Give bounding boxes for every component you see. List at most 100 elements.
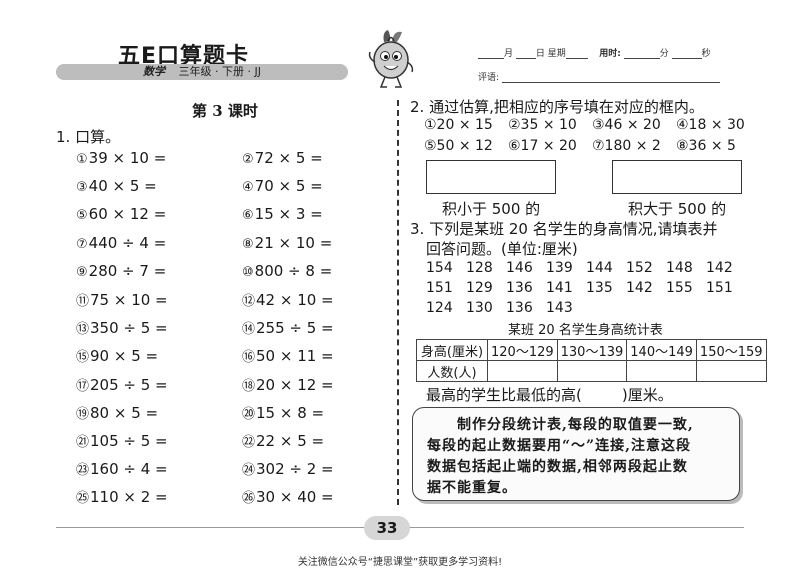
column-divider: [397, 100, 399, 505]
math-problem: ㉑105 ÷ 5 =: [76, 431, 168, 450]
problem-number: ⑩: [242, 264, 254, 280]
math-problem: ㉔302 ÷ 2 =: [242, 459, 334, 478]
problem-expression: 160 ÷ 4 =: [90, 460, 168, 479]
math-problem: ㉖30 × 40 =: [242, 487, 334, 506]
problem-number: ⑰: [76, 378, 90, 394]
height-value: 130: [466, 300, 493, 316]
problem-expression: 72 × 5 =: [254, 149, 323, 167]
count-cell-130-139[interactable]: [556, 360, 628, 382]
problem-number: ㉔: [242, 463, 256, 479]
table-header-cell: 身高(厘米): [416, 339, 488, 361]
math-problem: ⑩800 ÷ 8 =: [242, 262, 332, 280]
count-cell-140-149[interactable]: [626, 360, 697, 382]
problem-expression: 302 ÷ 2 =: [256, 460, 334, 479]
height-value: 155: [666, 280, 693, 296]
second-blank: [671, 49, 702, 59]
problem-expression: 20 × 12 =: [256, 375, 334, 394]
estimate-item: ⑥17 × 20: [508, 138, 577, 154]
table-row-label: 人数(人): [416, 360, 488, 382]
math-problem: ⑭255 ÷ 5 =: [242, 318, 334, 337]
week-blank: [565, 49, 588, 59]
height-value: 151: [706, 280, 733, 296]
mascot-icon: [368, 30, 414, 88]
problem-expression: 70 × 5 =: [254, 177, 323, 196]
table-title: 某班 20 名学生身高统计表: [508, 323, 663, 338]
math-problem: ⑫42 × 10 =: [242, 290, 334, 309]
math-problem: ⑯50 × 11 =: [242, 346, 334, 365]
math-problem: ⑦440 ÷ 4 =: [76, 234, 166, 252]
height-value: 139: [546, 260, 573, 276]
problem-expression: 280 ÷ 7 =: [88, 261, 167, 280]
less-than-500-label: 积小于 500 的: [442, 200, 541, 218]
problem-expression: 110 × 2 =: [90, 488, 168, 507]
grade-info: 三年级 · 下册 · JJ: [178, 65, 261, 78]
height-value: 152: [626, 260, 653, 276]
subject-label: 数学: [143, 65, 166, 78]
problem-number: ⑭: [242, 322, 256, 338]
tip-box: 制作分段统计表,每段的取值要一致, 每段的起止数据要用“～”连接,注意这段 数据…: [412, 407, 740, 501]
problem-expression: 30 × 40 =: [256, 488, 334, 507]
comment-blank: [501, 73, 720, 83]
greater-than-500-box[interactable]: [612, 160, 742, 194]
problem-number: ⑦: [76, 236, 88, 252]
date-time-line: 月 日 星期 用时: 分 秒: [478, 46, 711, 59]
count-cell-120-129[interactable]: [487, 360, 558, 382]
estimate-item: ⑧36 × 5: [676, 138, 736, 154]
math-problem: ⑬350 ÷ 5 =: [76, 318, 168, 337]
problem-number: ⑳: [242, 406, 256, 422]
math-problem: ③40 × 5 =: [76, 177, 157, 195]
math-problem: ⑪75 × 10 =: [76, 290, 168, 309]
problem-number: ㉒: [242, 435, 256, 450]
section3-title-line1: 3. 下列是某班 20 名学生的身高情况,请填表并: [410, 220, 718, 238]
height-value: 141: [546, 280, 573, 296]
problem-number: ⑥: [242, 208, 254, 224]
count-cell-150-159[interactable]: [695, 360, 767, 382]
tip-line: 每段的起止数据要用“～”连接,注意这段: [427, 438, 691, 454]
problem-number: ㉕: [76, 491, 90, 507]
month-blank: [478, 49, 504, 59]
math-problem: ⑳15 × 8 =: [242, 403, 324, 422]
math-problem: ㉕110 × 2 =: [76, 487, 168, 506]
math-problem: ⑥15 × 3 =: [242, 205, 323, 223]
problem-number: ①: [76, 152, 88, 167]
question-part2: )厘米。: [621, 386, 673, 404]
greater-than-500-label: 积大于 500 的: [628, 200, 727, 218]
page-number-badge: 33: [364, 516, 410, 540]
tip-line: 制作分段统计表,每段的取值要一致,: [457, 417, 694, 433]
problem-expression: 15 × 8 =: [256, 403, 325, 422]
estimate-item: ③46 × 20: [592, 117, 661, 133]
minute-label: 分: [659, 49, 669, 59]
height-value: 154: [426, 260, 453, 276]
month-label: 月: [504, 49, 514, 59]
problem-expression: 42 × 10 =: [256, 291, 334, 309]
math-problem: ⑧21 × 10 =: [242, 234, 332, 252]
table-header-cell: 140～149: [626, 339, 697, 361]
problem-expression: 75 × 10 =: [90, 291, 168, 309]
day-blank: [515, 49, 536, 59]
height-value: 128: [466, 260, 493, 276]
minute-blank: [623, 49, 660, 59]
footer-note: 关注微信公众号“捷思课堂”获取更多学习资料!: [297, 557, 503, 568]
problem-number: ④: [242, 180, 254, 196]
problem-expression: 40 × 5 =: [88, 177, 157, 196]
math-problem: ㉒22 × 5 =: [242, 431, 324, 450]
math-problem: ⑤60 × 12 =: [76, 205, 166, 223]
problem-expression: 105 ÷ 5 =: [90, 432, 168, 450]
height-value: 124: [426, 300, 453, 316]
problem-expression: 39 × 10 =: [88, 149, 167, 167]
height-difference-question: 最高的学生比最低的高()厘米。: [426, 384, 673, 405]
tip-line: 据不能重复。: [427, 480, 517, 496]
height-value: 136: [506, 280, 533, 296]
problem-expression: 22 × 5 =: [256, 432, 325, 450]
problem-number: ⑮: [76, 350, 90, 366]
tip-line: 数据包括起止端的数据,相邻两段起止数: [427, 459, 688, 475]
math-problem: ㉓160 ÷ 4 =: [76, 459, 168, 478]
estimate-item: ⑦180 × 2: [592, 138, 661, 154]
day-label: 日: [535, 49, 545, 59]
time-label: 用时:: [599, 49, 621, 59]
problem-number: ㉑: [76, 435, 90, 450]
less-than-500-box[interactable]: [426, 160, 556, 194]
problem-expression: 800 ÷ 8 =: [254, 261, 333, 280]
math-problem: ④70 × 5 =: [242, 177, 323, 195]
math-problem: ⑨280 ÷ 7 =: [76, 262, 166, 280]
